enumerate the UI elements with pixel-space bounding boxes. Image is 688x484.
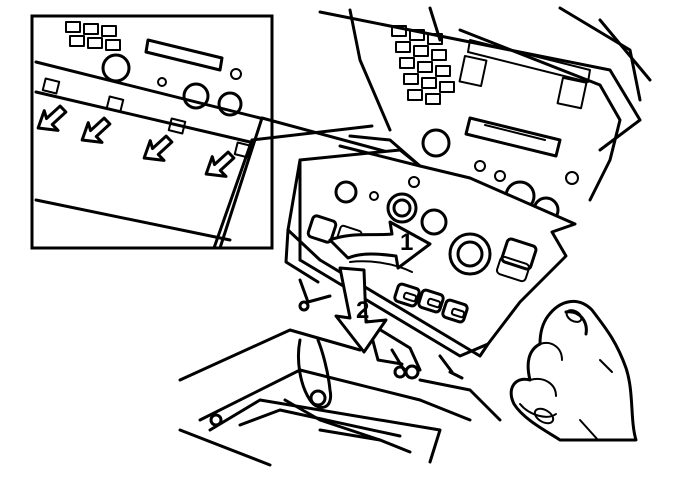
down-arrow-icon: [334, 266, 388, 354]
step-2-arrow: 2: [334, 266, 388, 354]
push-arrow-icon: [204, 150, 236, 178]
push-arrow-icon: [142, 134, 174, 162]
push-arrow-icon: [36, 104, 68, 132]
dashboard-background: [318, 6, 652, 224]
curved-arrow-icon: [328, 220, 432, 270]
inset-button-grid: [65, 21, 121, 51]
step-2-number: 2: [356, 297, 369, 324]
hand: [509, 300, 638, 442]
background-button-grid: [391, 25, 455, 105]
step-1-arrow: 1: [328, 220, 432, 273]
step-1-number: 1: [400, 229, 413, 256]
center-console: [178, 328, 502, 467]
detail-inset: [30, 14, 274, 250]
gear-shifter: [296, 338, 333, 409]
callout-line: [250, 124, 374, 142]
control-panel: [284, 134, 577, 379]
push-arrow-icon: [80, 116, 112, 144]
